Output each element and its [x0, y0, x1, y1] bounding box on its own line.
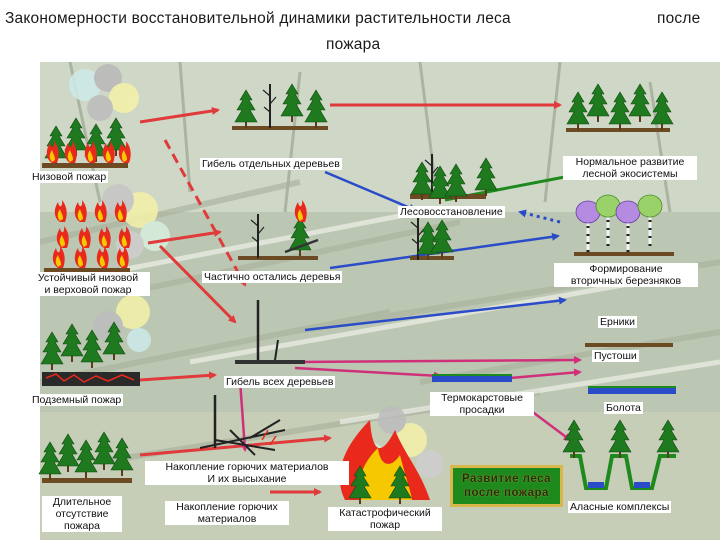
label-alas-complexes: Аласные комплексы	[568, 501, 672, 513]
arrow-fire-to-partly	[147, 228, 222, 245]
label-steady-fire-1: Устойчивый низовой	[37, 272, 139, 284]
label-fuel-accum-dry: Накопление горючих материалов И их высых…	[145, 461, 349, 485]
forest-after-fire-line-2: после пожара	[464, 487, 549, 499]
label-reforestation: Лесовосстановление	[398, 206, 505, 218]
label-fuel-accum-1: Накопление горючих	[176, 501, 278, 513]
label-birch-formation-1: Формирование	[589, 263, 663, 275]
scene-birch-forest	[574, 193, 674, 256]
label-steady-fire: Устойчивый низовой и верховой пожар	[26, 272, 150, 296]
scene-bogs	[588, 386, 676, 394]
scene-crown-fire	[44, 200, 131, 273]
label-bogs: Болота	[604, 402, 643, 414]
arrow-some-die-to-reforest	[324, 170, 417, 212]
label-catastrophic-fire-1: Катастрофический	[339, 507, 431, 519]
arrow-thermokarst-to-bogs	[509, 368, 582, 380]
scene-surface-fire	[42, 117, 131, 168]
scene-wastelands	[585, 343, 673, 347]
label-normal-development-1: Нормальное развитие	[575, 156, 685, 168]
arrow-all-die-to-shrubs	[304, 296, 567, 332]
arrows-red	[139, 101, 562, 496]
label-underground-fire: Подземный пожар	[30, 394, 124, 406]
label-catastrophic-fire-2: пожар	[369, 519, 401, 531]
scene-some-trees-die	[232, 83, 328, 130]
label-fuel-accum: Накопление горючих материалов	[165, 501, 289, 525]
label-thermokarst-1: Термокарстовые	[441, 392, 523, 404]
forest-after-fire-line-1: Развитие леса	[461, 473, 552, 485]
label-birch-formation: Формирование вторичных березняков	[554, 263, 698, 287]
scene-all-trees-die	[235, 300, 305, 364]
title-word-after: после	[657, 10, 701, 27]
scene-reforestation-2	[410, 215, 454, 261]
label-long-absence-2: отсутствие	[55, 508, 109, 520]
label-long-absence-1: Длительное	[52, 496, 112, 508]
arrow-steady-to-all-die	[158, 244, 237, 324]
arrow-birch-to-reforest-dotted	[518, 209, 561, 224]
label-partly-remained: Частично остались деревья	[202, 271, 343, 283]
arrow-forest-to-catastrophe	[139, 434, 332, 457]
label-catastrophic-fire: Катастрофический пожар	[328, 507, 442, 531]
label-thermokarst-2: просадки	[459, 404, 505, 416]
scene-underground-fire	[40, 321, 140, 386]
smoke-clouds	[69, 64, 444, 478]
label-steady-fire-2: и верховой пожар	[44, 284, 132, 296]
scene-long-absence	[38, 431, 134, 483]
arrows-red-dashed	[163, 139, 247, 287]
scene-alas	[562, 419, 680, 490]
scene-catastrophic-fire	[339, 420, 430, 505]
arrow-all-die-to-wastelands	[297, 356, 582, 365]
label-shrubs: Ерники	[598, 316, 637, 328]
label-birch-formation-2: вторичных березняков	[570, 275, 682, 287]
scene-normal-forest	[566, 83, 674, 132]
title-line-2: пожара	[326, 36, 381, 53]
label-normal-development: Нормальное развитие лесной экосистемы	[563, 156, 697, 180]
arrows-blue-dotted	[518, 209, 561, 224]
scene-fuel-accumulation	[199, 395, 286, 456]
arrow-surface-to-steady-dashed	[163, 139, 247, 287]
label-fuel-accum-dry-1: Накопление горючих материалов	[165, 461, 329, 473]
label-wastelands: Пустоши	[592, 350, 639, 362]
scene-thermokarst	[432, 374, 512, 382]
label-long-absence: Длительное отсутствие пожара	[42, 496, 122, 532]
scene-reforestation	[410, 153, 498, 205]
arrow-underground-to-all-die	[139, 371, 217, 382]
label-some-trees-die: Гибель отдельных деревьев	[200, 158, 342, 170]
label-surface-fire: Низовой пожар	[30, 171, 109, 183]
label-fuel-accum-dry-2: И их высыхание	[207, 473, 287, 485]
title-line-1: Закономерности восстановительной динамик…	[5, 10, 511, 27]
forest-after-fire-box: Развитие леса после пожара	[450, 465, 563, 507]
label-long-absence-3: пожара	[64, 520, 100, 532]
label-normal-development-2: лесной экосистемы	[582, 168, 678, 180]
scene-partly-remained	[238, 200, 319, 260]
arrow-all-die-to-thermokarst	[294, 366, 442, 380]
label-all-trees-die: Гибель всех деревьев	[224, 376, 336, 388]
arrow-fire-to-some-die	[139, 106, 220, 124]
label-fuel-accum-2: материалов	[197, 513, 257, 525]
label-thermokarst: Термокарстовые просадки	[430, 392, 534, 416]
